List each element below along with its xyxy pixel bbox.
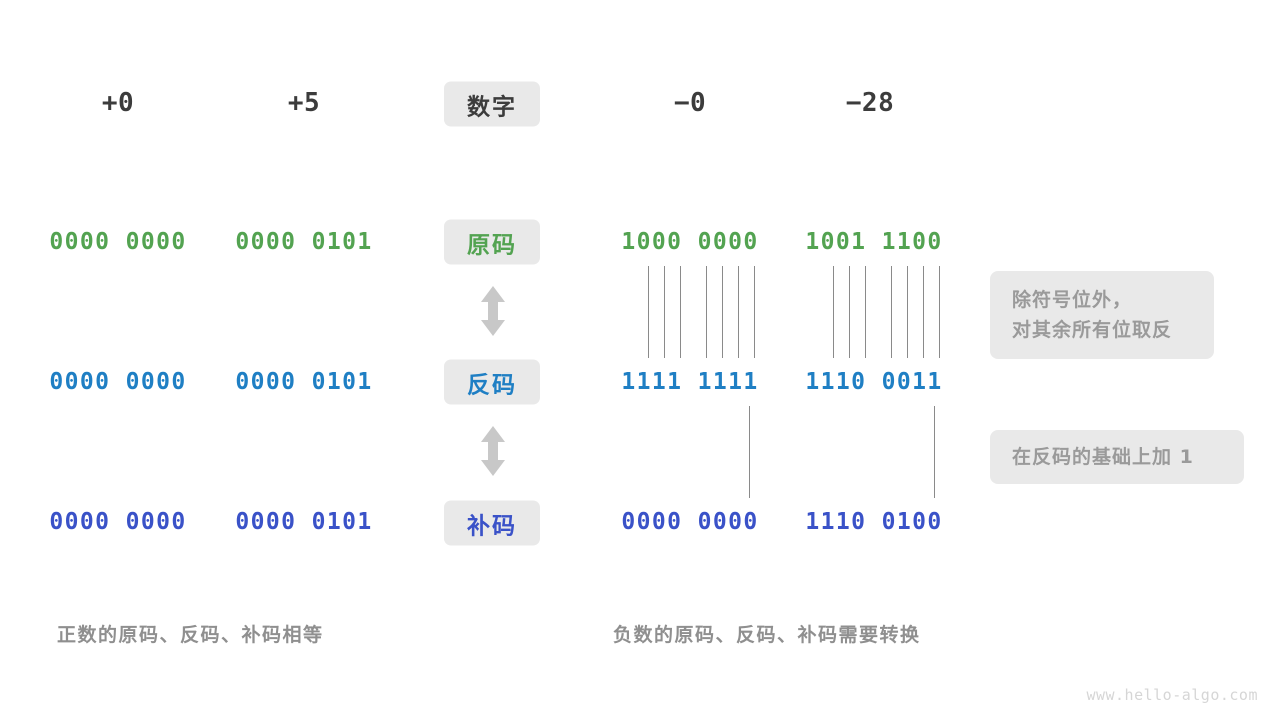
bits-twos-complement-minus-zero: 0000 0000 <box>621 509 759 535</box>
note-invert-bits-line-2: 对其余所有位取反 <box>1012 319 1173 341</box>
connector-line <box>907 266 908 358</box>
header-number-minus-28: −28 <box>845 88 895 118</box>
connector-line <box>664 266 665 358</box>
connector-line <box>706 266 707 358</box>
bits-ones-complement-plus-zero: 0000 0000 <box>49 369 187 395</box>
connector-line <box>722 266 723 358</box>
connector-line <box>648 266 649 358</box>
connector-line <box>865 266 866 358</box>
header-number-plus-five: +5 <box>287 88 321 118</box>
connector-line <box>754 266 755 358</box>
header-number-minus-zero: −0 <box>673 88 707 118</box>
caption-negative: 负数的原码、反码、补码需要转换 <box>613 624 921 646</box>
bits-twos-complement-plus-five: 0000 0101 <box>235 509 373 535</box>
note-add-one: 在反码的基础上加 1 <box>990 430 1244 484</box>
connector-line <box>849 266 850 358</box>
bits-ones-complement-minus-zero: 1111 1111 <box>621 369 759 395</box>
double-arrow-true-to-ones-icon <box>478 285 508 341</box>
double-arrow-ones-to-twos-icon <box>478 425 508 481</box>
note-add-one-line-1: 在反码的基础上加 1 <box>1012 446 1194 468</box>
row-label-number: 数字 <box>444 81 540 127</box>
bits-true-form-plus-zero: 0000 0000 <box>49 229 187 255</box>
connector-line <box>939 266 940 358</box>
header-number-plus-zero: +0 <box>101 88 135 118</box>
bits-true-form-plus-five: 0000 0101 <box>235 229 373 255</box>
connector-line <box>680 266 681 358</box>
bits-ones-complement-plus-five: 0000 0101 <box>235 369 373 395</box>
row-label-true-form: 原码 <box>444 219 540 265</box>
connector-line <box>833 266 834 358</box>
caption-positive: 正数的原码、反码、补码相等 <box>57 624 324 646</box>
bits-twos-complement-minus-28: 1110 0100 <box>805 509 943 535</box>
row-label-twos-complement: 补码 <box>444 500 540 546</box>
note-invert-bits-line-1: 除符号位外， <box>1012 289 1133 311</box>
bits-true-form-minus-zero: 1000 0000 <box>621 229 759 255</box>
connector-line <box>923 266 924 358</box>
connector-line <box>891 266 892 358</box>
connector-line <box>934 406 935 498</box>
bits-ones-complement-minus-28: 1110 0011 <box>805 369 943 395</box>
row-label-ones-complement: 反码 <box>444 359 540 405</box>
connector-line <box>749 406 750 498</box>
bits-twos-complement-plus-zero: 0000 0000 <box>49 509 187 535</box>
connector-line <box>738 266 739 358</box>
watermark-url: www.hello-algo.com <box>1086 686 1258 704</box>
bits-true-form-minus-28: 1001 1100 <box>805 229 943 255</box>
note-invert-bits: 除符号位外， 对其余所有位取反 <box>990 271 1214 359</box>
